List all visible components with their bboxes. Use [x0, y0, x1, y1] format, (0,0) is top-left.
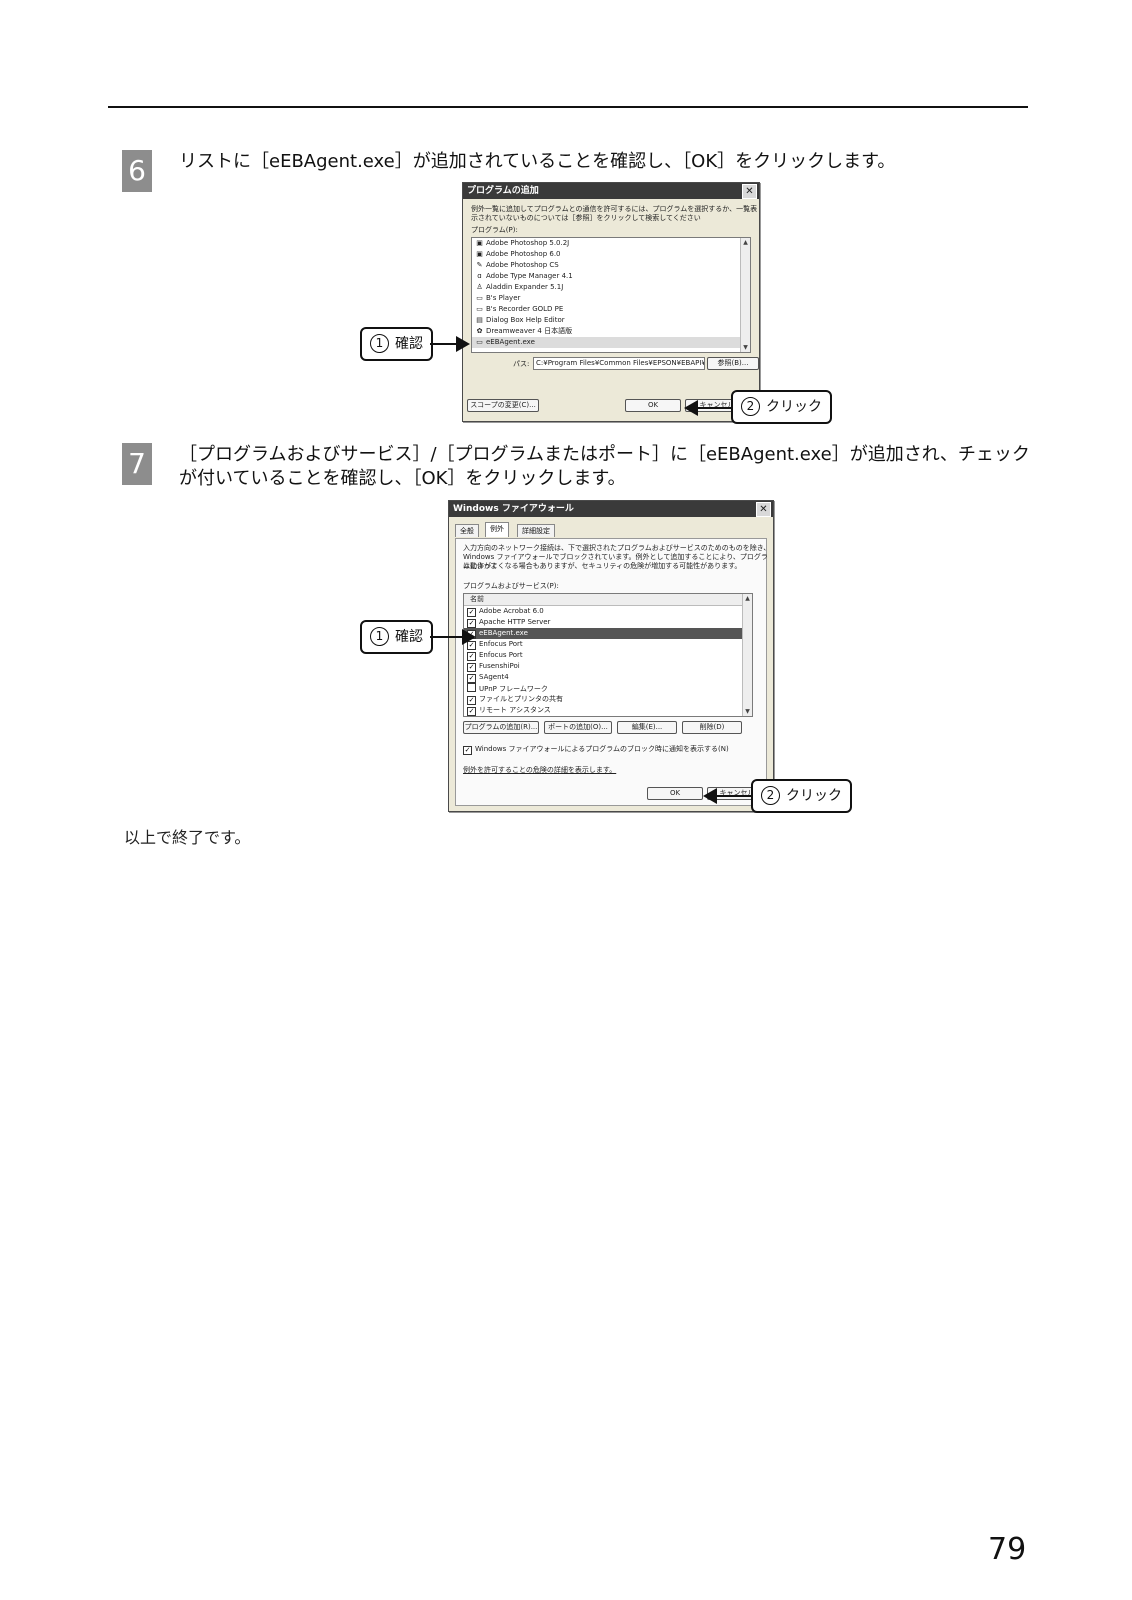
programs-services-label: プログラムおよびサービス(P):: [463, 582, 559, 590]
checkbox-checked[interactable]: ✓: [467, 663, 476, 672]
list-item[interactable]: ✓SAgent4: [467, 673, 509, 683]
list-item[interactable]: ▭B's Recorder GOLD PE: [476, 305, 564, 313]
step-7-text-line-2: が付いていることを確認し、［OK］をクリックします。: [179, 468, 626, 489]
page-number: 79: [988, 1532, 1027, 1567]
scroll-down-icon[interactable]: ▼: [743, 344, 748, 351]
list-item[interactable]: UPnP フレームワーク: [464, 683, 752, 694]
list-item[interactable]: ✓Apache HTTP Server: [467, 618, 551, 628]
programs-services-list[interactable]: 名前 ✓Adobe Acrobat 6.0 ✓Apache HTTP Serve…: [463, 593, 753, 717]
program-icon: ♙: [476, 283, 483, 291]
scroll-down-icon[interactable]: ▼: [745, 708, 750, 715]
list-item[interactable]: ✓ファイルとプリンタの共有: [467, 695, 563, 705]
callout-number: 1: [370, 334, 389, 353]
step-7-text-line-1: ［プログラムおよびサービス］/［プログラムまたはポート］に［eEBAgent.e…: [179, 444, 1030, 465]
scroll-up-icon[interactable]: ▲: [745, 595, 750, 602]
add-program-dialog: プログラムの追加 ✕ 例外一覧に追加してプログラムとの通信を許可するには、プログ…: [462, 182, 760, 422]
ok-button[interactable]: OK: [647, 787, 703, 800]
checkbox-checked[interactable]: ✓: [463, 746, 472, 755]
dialog-description-1: 入力方向のネットワーク接続は、下で選択されたプログラムおよびサービスのためのもの…: [463, 544, 771, 552]
list-item[interactable]: ✓FusenshiPoi: [467, 662, 520, 672]
tab-advanced[interactable]: 詳細設定: [517, 524, 555, 537]
arrow-right-icon: [430, 629, 476, 645]
callout-number: 1: [370, 627, 389, 646]
programs-label: プログラム(P):: [471, 226, 518, 234]
checkbox-checked[interactable]: ✓: [467, 619, 476, 628]
checkbox-checked[interactable]: ✓: [467, 652, 476, 661]
firewall-dialog: Windows ファイアウォール ✕ 全般 例外 詳細設定 入力方向のネットワー…: [448, 500, 774, 812]
program-icon: ɑ: [477, 272, 482, 280]
dialog-description-2: Windows ファイアウォールでブロックされています。例外として追加することに…: [463, 553, 768, 570]
list-item-selected[interactable]: ▭eEBAgent.exe: [472, 337, 750, 348]
list-item[interactable]: ▣Adobe Photoshop 5.0.2J: [476, 239, 570, 247]
program-icon: ▣: [476, 250, 483, 258]
program-icon: ▭: [476, 338, 483, 346]
list-item[interactable]: ♙Aladdin Expander 5.1J: [476, 283, 564, 291]
callout-number: 2: [761, 786, 780, 805]
tab-exceptions[interactable]: 例外: [485, 522, 509, 537]
list-item[interactable]: ✓Enfocus Port: [467, 640, 523, 650]
delete-button[interactable]: 削除(D): [682, 721, 742, 734]
add-program-button[interactable]: プログラムの追加(R)...: [463, 721, 539, 734]
dialog-title: プログラムの追加: [463, 183, 759, 199]
list-item[interactable]: ✿Dreamweaver 4 日本語版: [476, 327, 573, 335]
close-icon[interactable]: ✕: [756, 502, 771, 517]
checkbox-checked[interactable]: ✓: [467, 608, 476, 617]
list-item[interactable]: ▣Adobe Photoshop 6.0: [476, 250, 561, 258]
browse-button[interactable]: 参照(B)...: [707, 357, 759, 370]
dialog-description-2: 示されていないものについては［参照］をクリックして検索してください: [471, 214, 701, 222]
tab-bar: 全般 例外 詳細設定: [455, 522, 765, 538]
notify-option[interactable]: ✓Windows ファイアウォールによるプログラムのブロック時に通知を表示する(…: [463, 745, 729, 755]
dialog-description-3: は動作がよくなる場合もありますが、セキュリティの危険が増加する可能性があります。: [463, 562, 742, 570]
arrow-left-icon: [684, 400, 732, 416]
risk-details-link[interactable]: 例外を許可することの危険の詳細を表示します。: [463, 766, 617, 774]
path-field[interactable]: C:¥Program Files¥Common Files¥EPSON¥EBAP…: [533, 357, 705, 370]
program-icon: ▤: [476, 316, 483, 324]
list-item-selected[interactable]: ✓eEBAgent.exe: [464, 628, 752, 639]
list-item[interactable]: ✓Adobe Acrobat 6.0: [467, 607, 544, 617]
close-icon[interactable]: ✕: [742, 184, 757, 199]
scroll-up-icon[interactable]: ▲: [743, 239, 748, 246]
list-item[interactable]: ✓Enfocus Port: [467, 651, 523, 661]
list-item[interactable]: ✓リモート アシスタンス: [467, 706, 551, 716]
step-7-number: 7: [122, 443, 152, 485]
step-6-number: 6: [122, 150, 152, 192]
tab-general[interactable]: 全般: [455, 524, 479, 537]
program-icon: ✎: [476, 261, 483, 269]
checkbox-checked[interactable]: ✓: [467, 707, 476, 716]
list-item[interactable]: ▤Dialog Box Help Editor: [476, 316, 565, 324]
arrow-right-icon: [430, 336, 470, 352]
add-port-button[interactable]: ポートの追加(O)...: [544, 721, 612, 734]
ok-button[interactable]: OK: [625, 399, 681, 412]
program-icon: ▭: [476, 305, 483, 313]
program-icon: ▣: [476, 239, 483, 247]
checkbox-checked[interactable]: ✓: [467, 674, 476, 683]
checkbox-checked[interactable]: ✓: [467, 641, 476, 650]
program-icon: ✿: [476, 327, 483, 335]
change-scope-button[interactable]: スコープの変更(C)...: [467, 399, 539, 412]
step-6-text: リストに［eEBAgent.exe］が追加されていることを確認し、［OK］をクリ…: [179, 151, 896, 172]
top-rule: [108, 106, 1028, 108]
list-scrollbar[interactable]: ▲ ▼: [742, 594, 752, 716]
arrow-left-icon: [703, 788, 751, 804]
list-item[interactable]: ▭B's Player: [476, 294, 521, 302]
edit-button[interactable]: 編集(E)...: [617, 721, 677, 734]
dialog-description-1: 例外一覧に追加してプログラムとの通信を許可するには、プログラムを選択するか、一覧…: [471, 205, 758, 213]
checkbox-checked[interactable]: ✓: [467, 696, 476, 705]
programs-list[interactable]: ▣Adobe Photoshop 5.0.2J ▣Adobe Photoshop…: [471, 237, 751, 353]
program-icon: ▭: [476, 294, 483, 302]
list-item[interactable]: ✎Adobe Photoshop CS: [476, 261, 559, 269]
list-scrollbar[interactable]: ▲ ▼: [740, 238, 750, 352]
callout-number: 2: [741, 397, 760, 416]
notify-label: Windows ファイアウォールによるプログラムのブロック時に通知を表示する(N…: [475, 745, 729, 753]
path-label: パス:: [513, 360, 530, 368]
checkbox-unchecked[interactable]: [467, 683, 476, 692]
dialog-title: Windows ファイアウォール: [449, 501, 773, 517]
closing-text: 以上で終了です。: [124, 828, 251, 847]
column-header-name[interactable]: 名前: [464, 594, 752, 606]
